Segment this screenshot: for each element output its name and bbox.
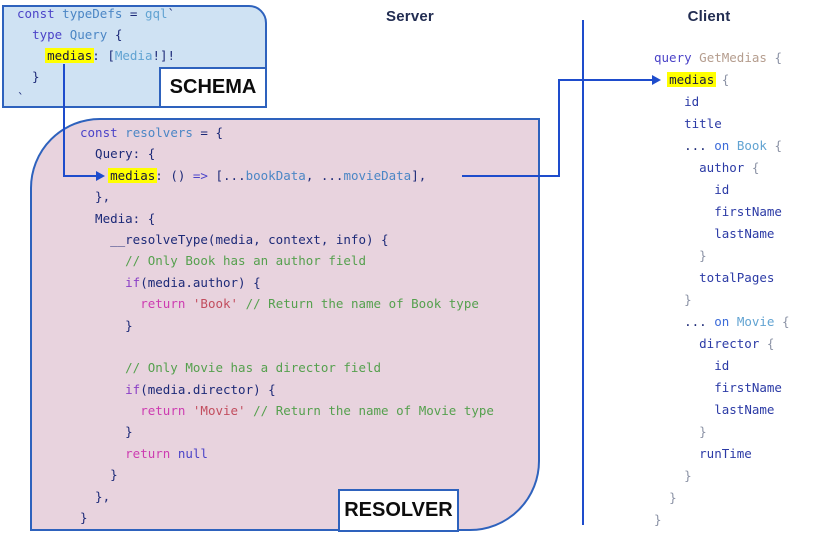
code-line: title: [684, 116, 722, 131]
code-line: },: [80, 488, 111, 504]
client-header: Client: [687, 8, 731, 25]
code-line: },: [80, 189, 111, 205]
code-line: runTime: [699, 446, 752, 461]
code-line: firstName: [714, 204, 782, 219]
code-line: }: [80, 424, 133, 440]
code-line: }: [684, 468, 692, 483]
code-line: if(media.author) {: [125, 274, 261, 290]
arrow-client-horizontal-segment: [558, 79, 652, 81]
code-line: // Only Book has an author field: [80, 253, 366, 269]
code-line: medias {: [667, 72, 730, 87]
code-line: lastName: [714, 402, 775, 417]
code-line: type Query {: [32, 27, 123, 42]
code-line: }: [669, 490, 677, 505]
code-line: query GetMedias {: [654, 50, 782, 65]
code-line: if(media.director) {: [125, 381, 276, 397]
code-line: }: [80, 317, 133, 333]
code-line: firstName: [714, 380, 782, 395]
code-line: }: [80, 467, 118, 483]
code-line: medias: () => [...bookData, ...movieData…: [108, 167, 427, 183]
code-line: medias: [Media!]!: [45, 48, 176, 63]
schema-label: SCHEMA: [159, 67, 267, 108]
resolver-code-block: const resolvers = { Query: { medias: () …: [80, 122, 494, 528]
code-line: author {: [699, 160, 760, 175]
code-line: // Only Movie has a director field: [80, 360, 382, 376]
code-line: return 'Movie' // Return the name of Mov…: [140, 403, 494, 419]
arrowhead-right-icon: [96, 171, 105, 181]
arrowhead-right-icon: [652, 75, 661, 85]
code-line: }: [17, 69, 40, 84]
code-line: id: [684, 94, 700, 109]
code-line: director {: [699, 336, 775, 351]
client-code-block: query GetMedias { medias { id title ... …: [654, 47, 790, 531]
code-line: __resolveType(media, context, info) {: [80, 231, 389, 247]
resolver-label: RESOLVER: [338, 489, 459, 532]
code-line: totalPages: [699, 270, 775, 285]
arrow-schema-vertical-segment: [63, 64, 65, 177]
code-line: [80, 336, 494, 357]
code-line: ... on Book {: [654, 138, 782, 153]
code-line: }: [699, 248, 707, 263]
code-line: }: [80, 510, 88, 526]
code-line: return 'Book' // Return the name of Book…: [140, 296, 479, 312]
server-header: Server: [386, 8, 434, 25]
code-line: const resolvers = {: [80, 125, 224, 140]
arrow-resolver-horizontal-segment: [462, 175, 560, 177]
code-line: Query: {: [80, 146, 156, 162]
code-line: const typeDefs = gql`: [17, 6, 176, 21]
code-line: `: [17, 90, 25, 105]
code-line: }: [684, 292, 692, 307]
code-line: }: [699, 424, 707, 439]
code-line: return null: [125, 445, 208, 461]
server-client-divider: [582, 20, 584, 525]
code-line: id: [714, 358, 730, 373]
code-line: lastName: [714, 226, 775, 241]
arrow-schema-horizontal-segment: [63, 175, 96, 177]
arrow-resolver-vertical-segment: [558, 79, 560, 177]
code-line: Media: {: [80, 210, 156, 226]
resolver-box: [30, 118, 540, 531]
code-line: id: [714, 182, 730, 197]
code-line: ... on Movie {: [654, 314, 790, 329]
schema-code-block: const typeDefs = gql` type Query { media…: [17, 3, 175, 108]
code-line: }: [654, 512, 662, 527]
